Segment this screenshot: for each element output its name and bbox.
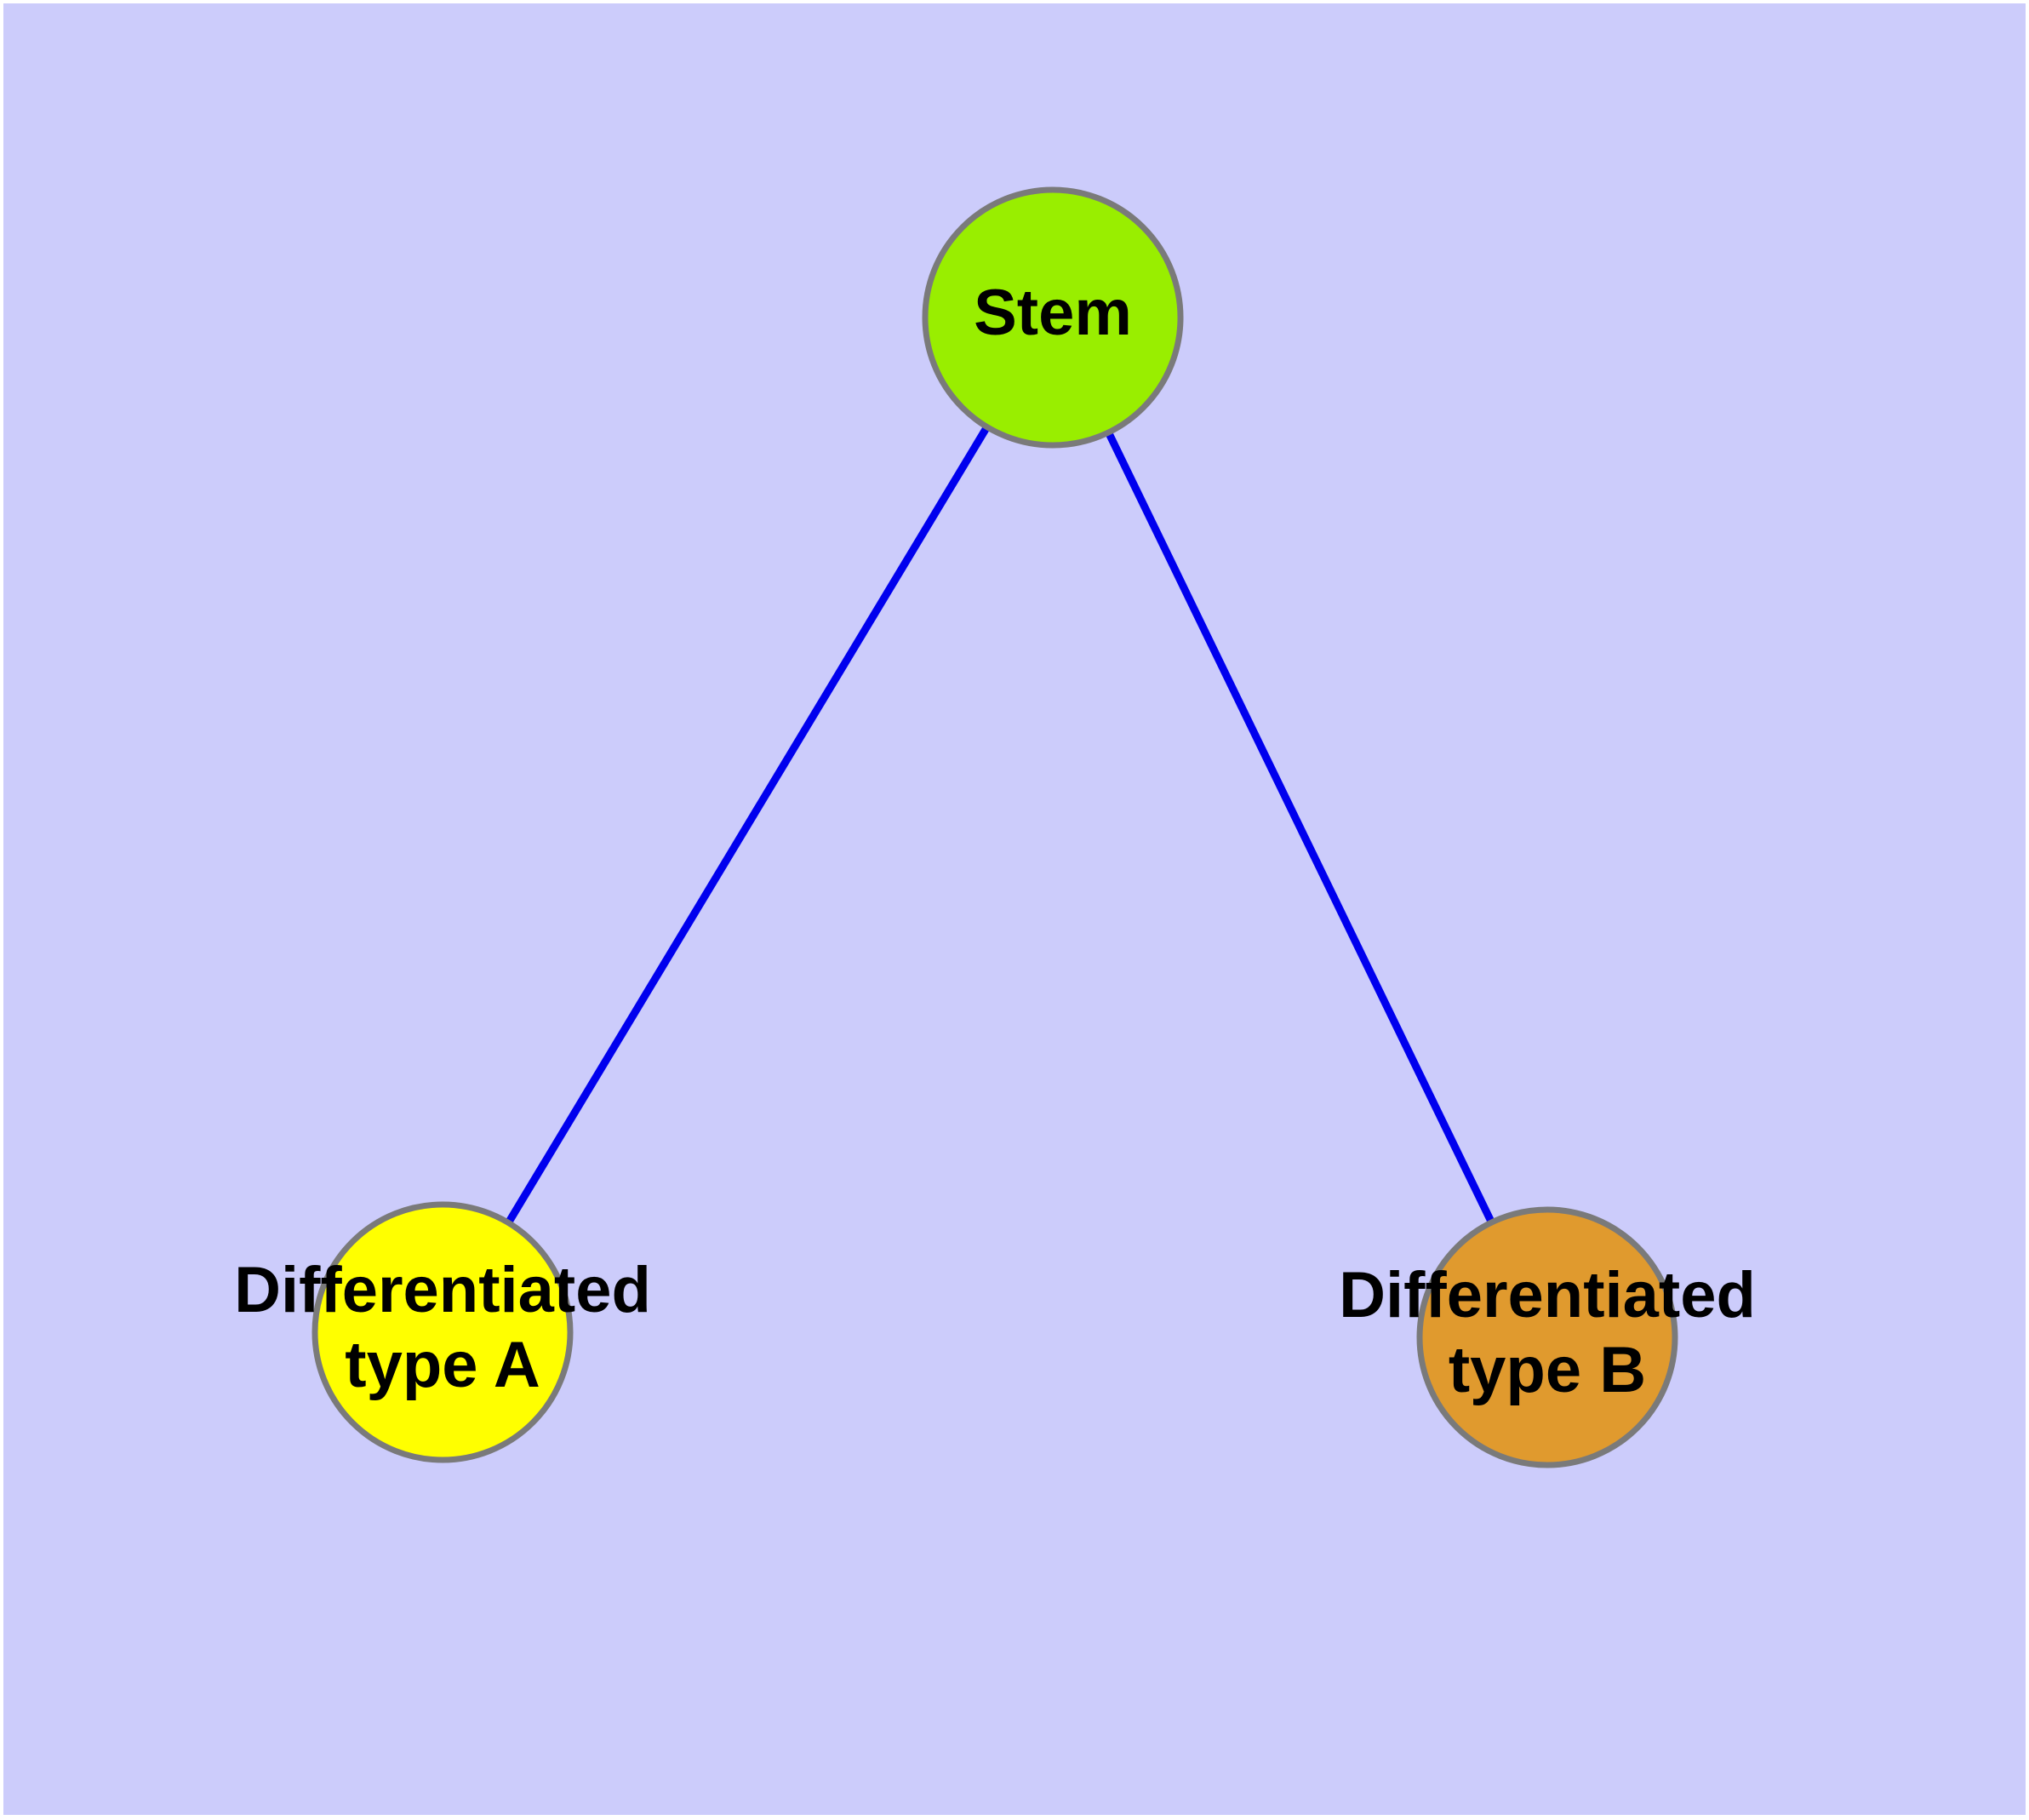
edge-stem-to-differentiated-type-b[interactable] xyxy=(1049,316,1552,1339)
edge-stem-to-differentiated-type-a[interactable] xyxy=(439,315,1056,1335)
node-circle-stem[interactable] xyxy=(922,186,1184,449)
node-stem[interactable] xyxy=(922,186,1184,449)
node-layer xyxy=(311,186,1678,1468)
node-label-stem: Stem xyxy=(974,277,1132,349)
node-differentiated-type-a[interactable] xyxy=(311,1201,574,1463)
node-circle-differentiated-type-a[interactable] xyxy=(311,1201,574,1463)
node-circle-differentiated-type-b[interactable] xyxy=(1416,1206,1678,1468)
node-differentiated-type-b[interactable] xyxy=(1416,1206,1678,1468)
edge-layer xyxy=(439,315,1552,1339)
